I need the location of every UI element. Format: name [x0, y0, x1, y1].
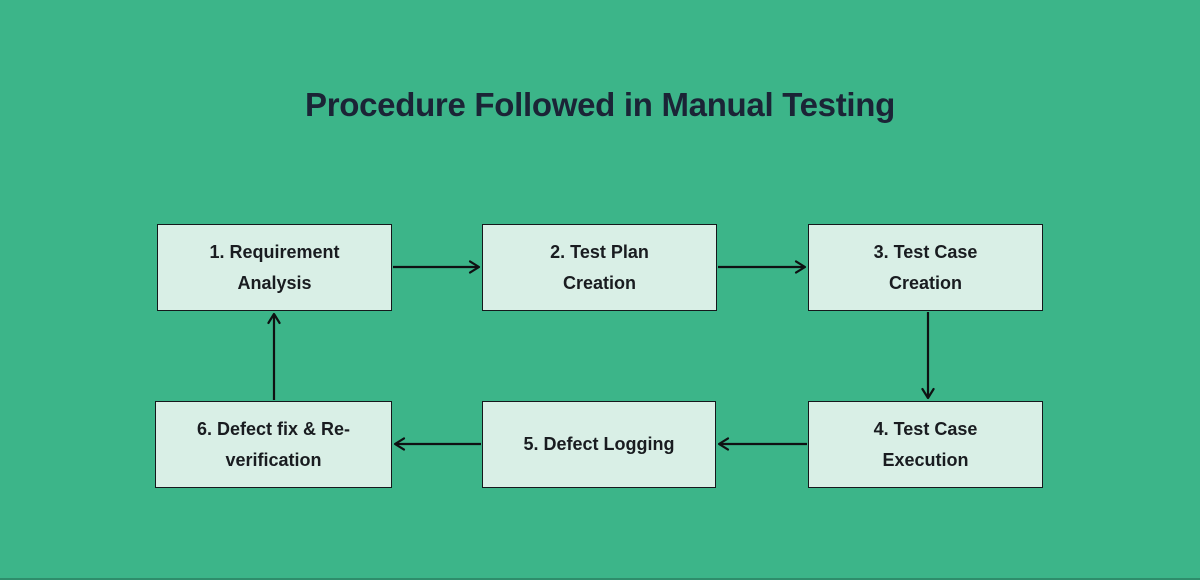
flow-step-defect-fix-reverification: 6. Defect fix & Re- verification [155, 401, 392, 488]
diagram-title: Procedure Followed in Manual Testing [305, 86, 895, 123]
step-label-line: verification [225, 449, 322, 470]
bottom-edge-strip [0, 578, 1200, 580]
step-label-line: Creation [562, 272, 636, 293]
step-label-line: Execution [882, 449, 969, 470]
step-label-line: 6. Defect fix & Re- [196, 418, 351, 439]
step-label-line: 3. Test Case [873, 241, 978, 262]
step-label-line: 2. Test Plan [550, 241, 649, 262]
flow-step-requirement-analysis: 1. Requirement Analysis [157, 224, 392, 311]
step-label-line: 1. Requirement [209, 241, 340, 262]
step-label-line: Creation [888, 272, 962, 293]
step-label-line: 4. Test Case [873, 418, 978, 439]
flow-step-test-plan-creation: 2. Test Plan Creation [482, 224, 717, 311]
flow-step-test-case-creation: 3. Test Case Creation [808, 224, 1043, 311]
step-label-line: 5. Defect Logging [523, 434, 675, 454]
flow-step-defect-logging: 5. Defect Logging [482, 401, 716, 488]
flow-step-test-case-execution: 4. Test Case Execution [808, 401, 1043, 488]
step-label-line: Analysis [237, 272, 312, 293]
